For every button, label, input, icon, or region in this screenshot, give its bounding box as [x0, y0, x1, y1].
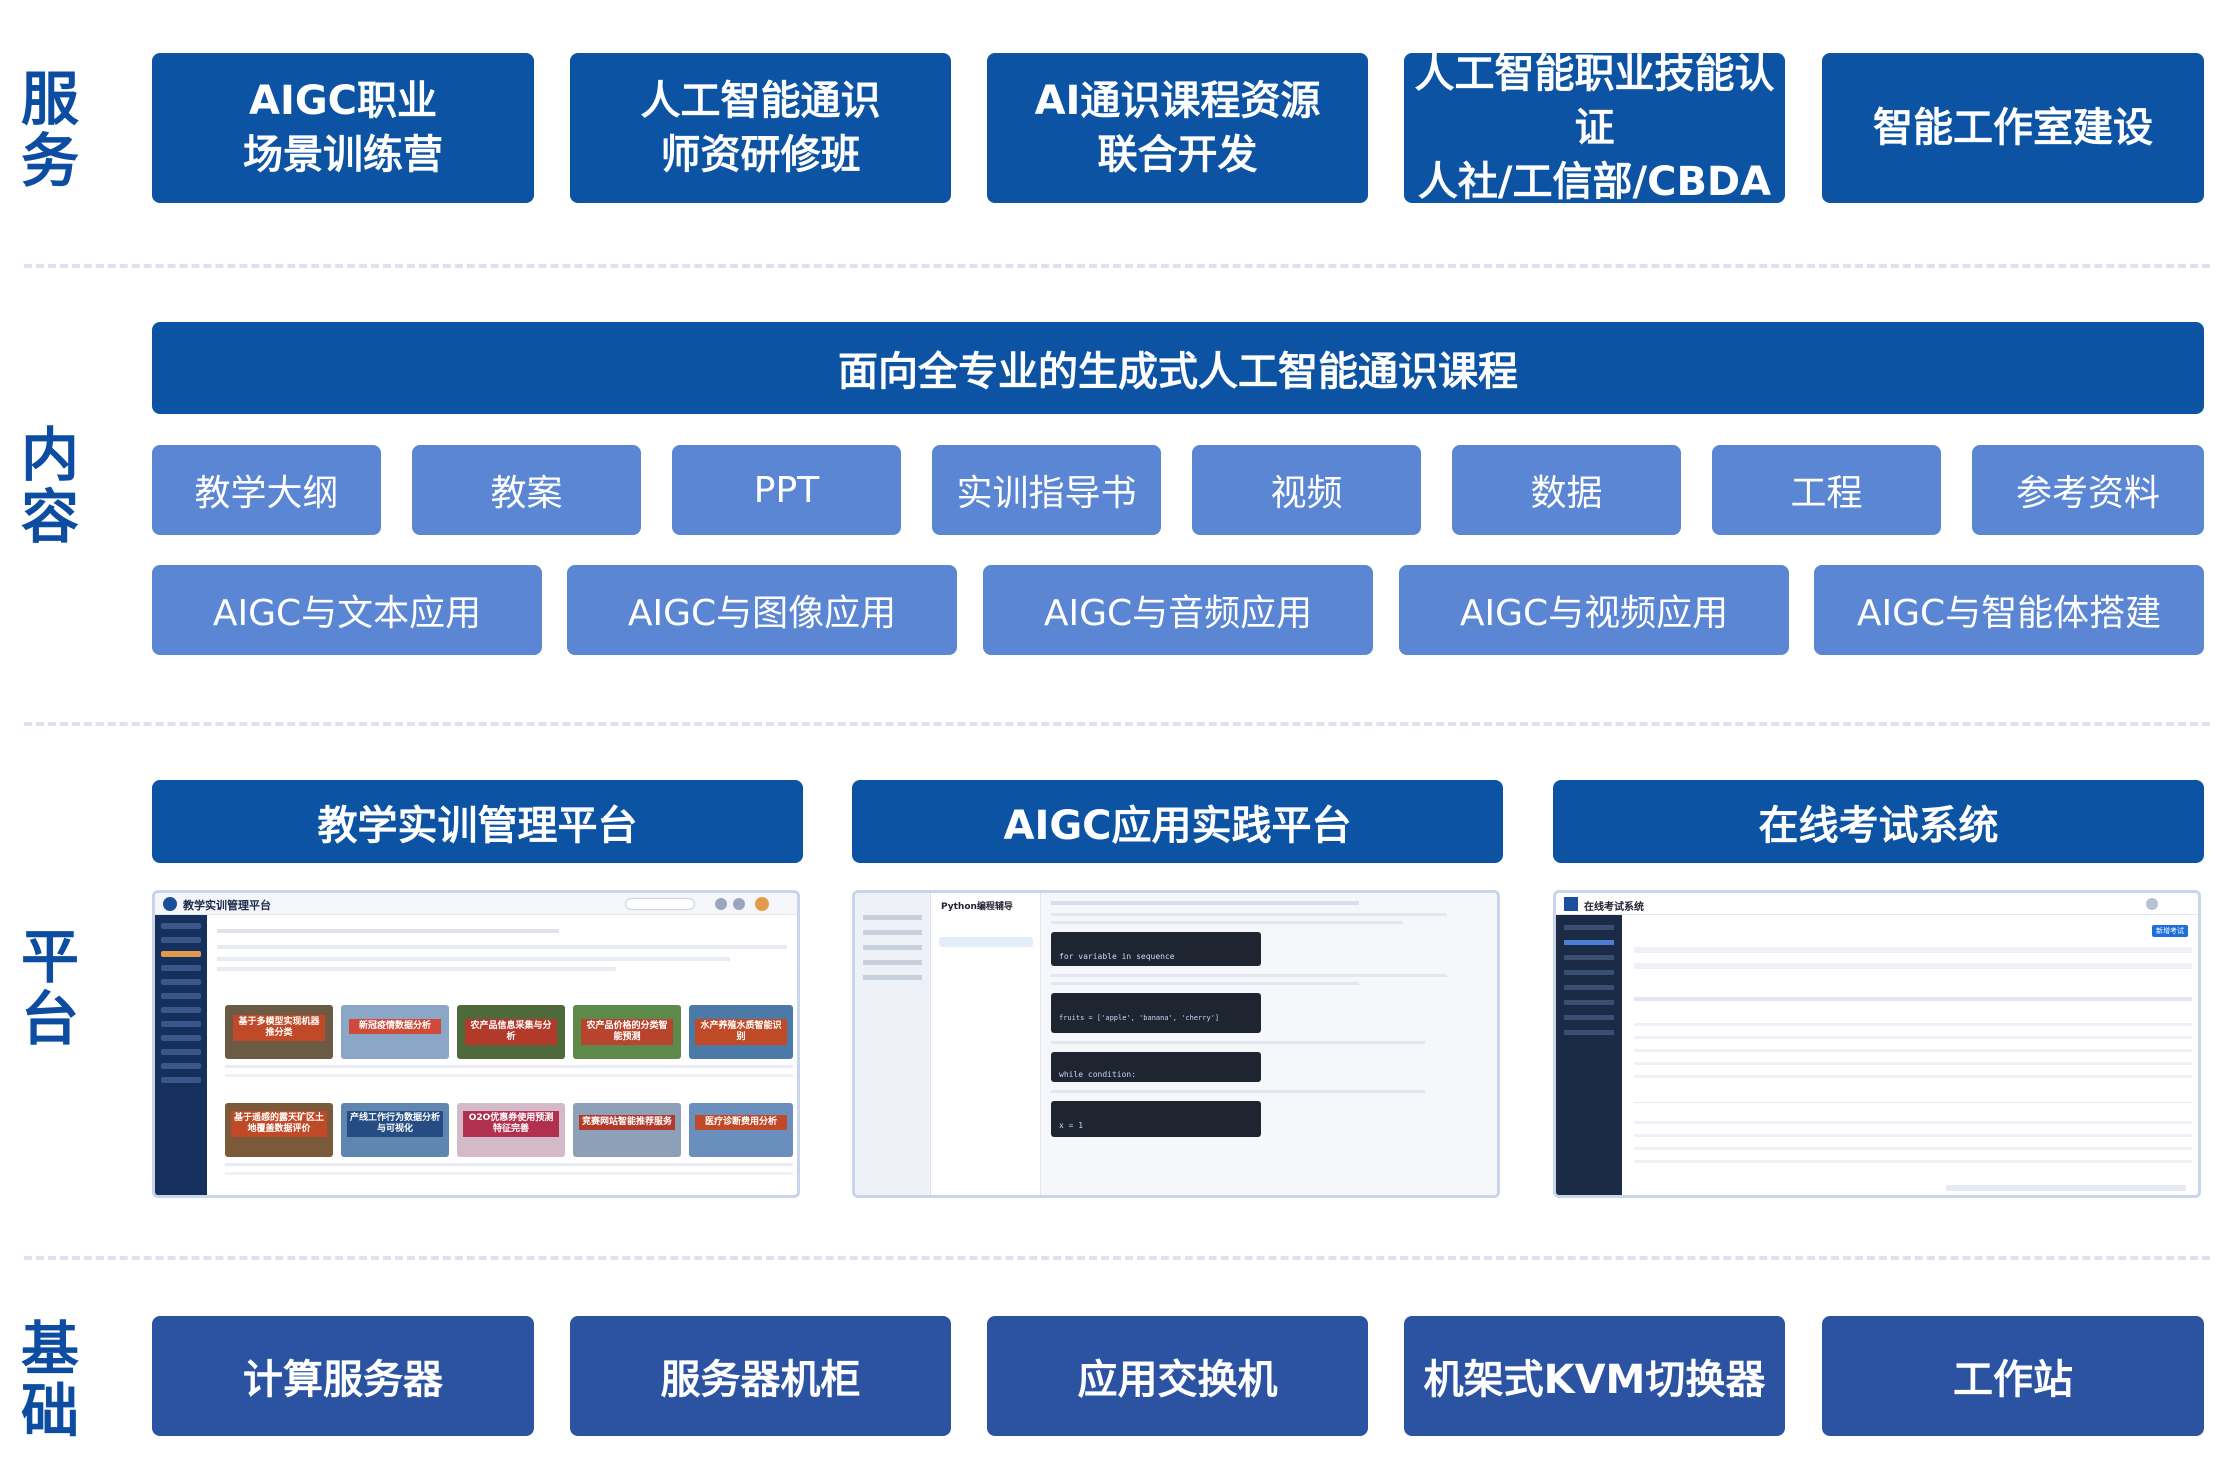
app-title: Python编程辅导	[941, 902, 1013, 912]
pagination[interactable]	[1946, 1185, 2186, 1191]
screenshot-aigc-platform: Python编程辅导 for variable in sequence frui…	[852, 890, 1500, 1198]
app-header: 在线考试系统	[1556, 893, 2198, 915]
course-card[interactable]: 基于遥感的露天矿区土地覆盖数据评价	[225, 1103, 333, 1157]
section-label-content: 内 容	[20, 421, 79, 551]
code-line: fruits = ['apple', 'banana', 'cherry']	[1059, 1014, 1220, 1022]
section-divider	[24, 722, 2210, 726]
application-tag: AIGC与视频应用	[1399, 565, 1789, 655]
app-header: 教学实训管理平台	[155, 893, 797, 915]
service-box: AIGC职业 场景训练营	[152, 53, 534, 203]
logo-icon	[1564, 897, 1578, 911]
infrastructure-box: 应用交换机	[987, 1316, 1368, 1436]
course-card[interactable]: 新冠疫情数据分析	[341, 1005, 449, 1059]
course-card[interactable]: 农产品价格的分类智能预测	[573, 1005, 681, 1059]
search-input[interactable]	[625, 898, 695, 910]
infrastructure-box: 服务器机柜	[570, 1316, 951, 1436]
sidebar	[1556, 915, 1622, 1195]
infrastructure-box: 机架式KVM切换器	[1404, 1316, 1785, 1436]
course-card[interactable]: 基于多模型实现机器推分类	[225, 1005, 333, 1059]
service-box: 智能工作室建设	[1822, 53, 2204, 203]
service-box: 人工智能通识 师资研修班	[570, 53, 951, 203]
code-line: x = 1	[1059, 1121, 1084, 1130]
sidebar	[155, 915, 207, 1195]
section-divider	[24, 264, 2210, 268]
screenshot-training-platform: 教学实训管理平台	[152, 890, 800, 1198]
platform-title-aigc: AIGC应用实践平台	[852, 780, 1503, 863]
application-tag: AIGC与音频应用	[983, 565, 1373, 655]
table-row[interactable]	[1634, 1113, 2192, 1173]
help-icon[interactable]	[715, 898, 727, 910]
application-tag: AIGC与图像应用	[567, 565, 957, 655]
course-card[interactable]: 产线工作行为数据分析与可视化	[341, 1103, 449, 1157]
application-tag: AIGC与文本应用	[152, 565, 542, 655]
avatar[interactable]	[2146, 898, 2158, 910]
chat-list: Python编程辅导	[931, 893, 1041, 1195]
resource-tag: 教学大纲	[152, 445, 381, 535]
resource-tag: 工程	[1712, 445, 1941, 535]
course-card[interactable]: 农产品信息采集与分析	[457, 1005, 565, 1059]
service-box: AI通识课程资源 联合开发	[987, 53, 1368, 203]
section-label-platform: 平 台	[20, 923, 79, 1053]
notification-icon[interactable]	[733, 898, 745, 910]
infrastructure-box: 计算服务器	[152, 1316, 534, 1436]
resource-tag: 实训指导书	[932, 445, 1161, 535]
resource-tag: 教案	[412, 445, 641, 535]
section-label-base: 基 础	[20, 1315, 79, 1445]
course-card[interactable]: 竞赛网站智能推荐服务	[573, 1103, 681, 1157]
add-exam-button[interactable]: 新增考试	[2152, 925, 2188, 937]
platform-title-training: 教学实训管理平台	[152, 780, 803, 863]
avatar[interactable]	[755, 897, 769, 911]
resource-tag: 视频	[1192, 445, 1421, 535]
code-line: for variable in sequence	[1059, 952, 1175, 961]
resource-tag: 数据	[1452, 445, 1681, 535]
section-label-service: 服 务	[20, 65, 79, 195]
resource-tag: 参考资料	[1972, 445, 2204, 535]
section-divider	[24, 1256, 2210, 1260]
code-line: while condition:	[1059, 1070, 1137, 1079]
logo-icon	[163, 897, 177, 911]
application-tag: AIGC与智能体搭建	[1814, 565, 2204, 655]
screenshot-exam-system: 在线考试系统 新增考试	[1553, 890, 2201, 1198]
content-banner: 面向全专业的生成式人工智能通识课程	[152, 322, 2204, 414]
filter-bar	[1634, 947, 2192, 987]
resource-tag: PPT	[672, 445, 901, 535]
infrastructure-box: 工作站	[1822, 1316, 2204, 1436]
course-card[interactable]: 医疗诊断费用分析	[689, 1103, 793, 1157]
app-title: 在线考试系统	[1584, 902, 1644, 913]
service-box: 人工智能职业技能认证 人社/工信部/CBDA	[1404, 51, 1785, 205]
chat-content: for variable in sequence fruits = ['appl…	[1051, 901, 1491, 1195]
app-title: 教学实训管理平台	[183, 899, 271, 912]
course-card[interactable]: O2O优惠券使用预测特征完善	[457, 1103, 565, 1157]
course-card[interactable]: 水产养殖水质智能识别	[689, 1005, 793, 1059]
table-row[interactable]	[1634, 1013, 2192, 1103]
platform-title-exam: 在线考试系统	[1553, 780, 2204, 863]
sidebar	[855, 893, 931, 1195]
